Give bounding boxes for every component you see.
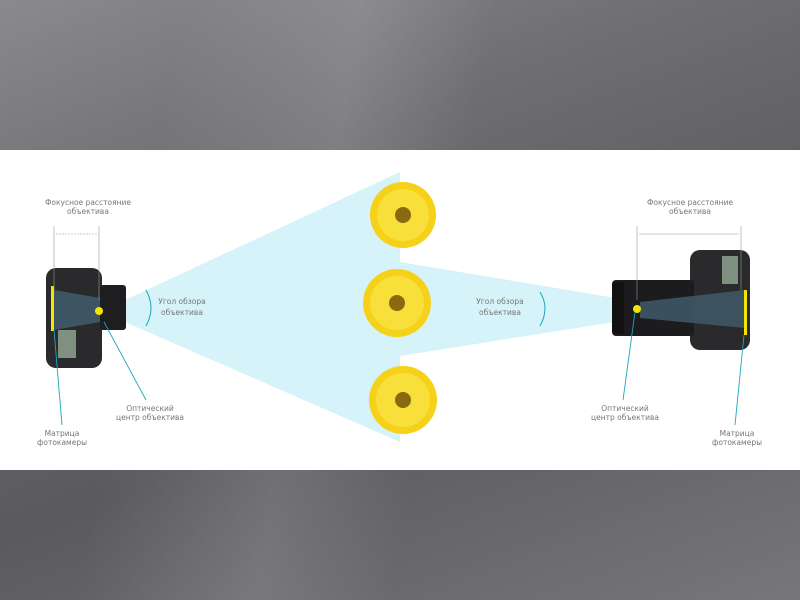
left-view-cone bbox=[125, 172, 400, 442]
right-focal-length-dimension bbox=[636, 226, 742, 300]
left-angle-label-1: Угол обзора bbox=[158, 297, 205, 306]
right-view-cone bbox=[400, 262, 640, 356]
right-optical-center-label-2: центр объектива bbox=[591, 413, 659, 422]
flower-middle bbox=[363, 269, 431, 337]
right-optical-center-dot bbox=[633, 305, 641, 313]
left-optical-center-label-2: центр объектива bbox=[116, 413, 184, 422]
right-sensor-label-2: фотокамеры bbox=[712, 438, 762, 447]
left-angle-label-2: объектива bbox=[161, 308, 203, 317]
right-sensor-label-1: Матрица bbox=[720, 429, 755, 438]
right-sensor-marker bbox=[744, 290, 747, 335]
left-focal-length-dimension bbox=[53, 226, 100, 300]
left-sensor-label-2: фотокамеры bbox=[37, 438, 87, 447]
left-camera bbox=[46, 268, 126, 368]
pointer-lines bbox=[53, 311, 745, 426]
left-optical-center-dot bbox=[95, 307, 103, 315]
right-camera bbox=[612, 250, 750, 350]
left-sensor-label-1: Матрица bbox=[45, 429, 80, 438]
flower-top bbox=[370, 182, 436, 248]
right-focal-length-label-1: Фокусное расстояние bbox=[647, 198, 733, 207]
right-angle-label-1: Угол обзора bbox=[476, 297, 523, 306]
right-optical-center-label-1: Оптический bbox=[601, 404, 649, 413]
left-focal-length-label-1: Фокусное расстояние bbox=[45, 198, 131, 207]
left-optical-center-label-1: Оптический bbox=[126, 404, 174, 413]
left-focal-length-label-2: объектива bbox=[67, 207, 109, 216]
right-angle-arc bbox=[539, 291, 546, 327]
right-focal-length-label-2: объектива bbox=[669, 207, 711, 216]
right-angle-label-2: объектива bbox=[479, 308, 521, 317]
flower-bottom bbox=[369, 366, 437, 434]
left-angle-arc bbox=[145, 289, 152, 327]
left-sensor-marker bbox=[51, 286, 54, 331]
